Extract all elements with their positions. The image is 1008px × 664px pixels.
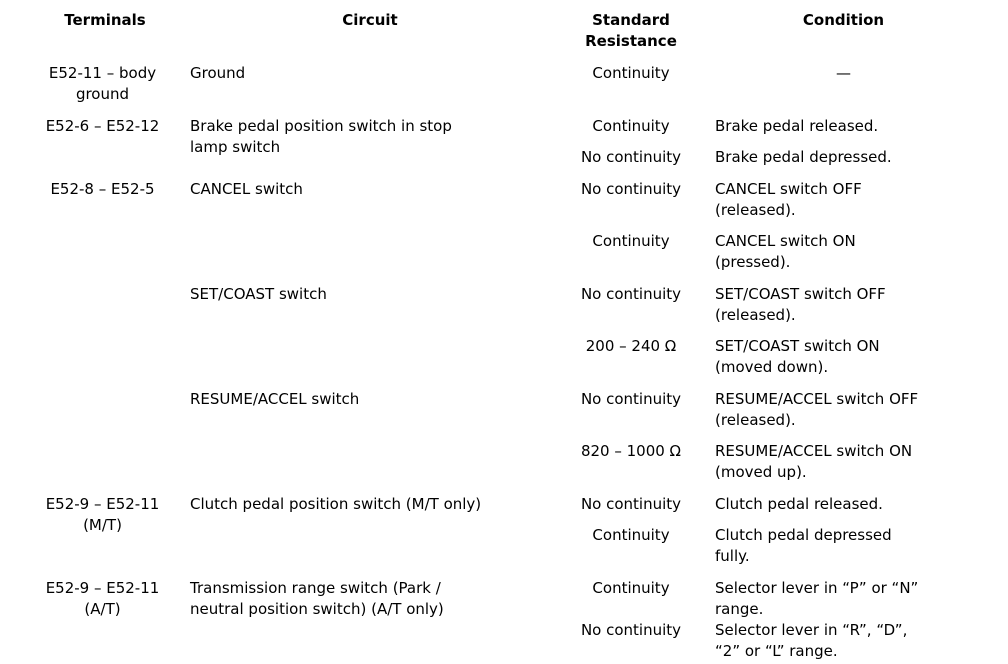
resistance-cell: Continuity [592,579,670,597]
subrows: No continuity CANCEL switch OFF (release… [550,179,1008,273]
condition-cell: SET/COAST switch ON (moved down). [715,337,880,376]
subrow: Continuity CANCEL switch ON (pressed). [550,231,1008,273]
table-row: E52-6 – E52-12 Brake pedal position swit… [0,116,1008,168]
terminals-cell: E52-11 – body ground [48,64,157,103]
subrows: No continuity SET/COAST switch OFF (rele… [550,284,1008,378]
resistance-cell: 820 – 1000 Ω [580,442,682,460]
subrow: No continuity CANCEL switch OFF (release… [550,179,1008,221]
table-row: RESUME/ACCEL switch No continuity RESUME… [0,389,1008,483]
resistance-cell: Continuity [592,526,670,544]
circuit-cell: Ground [190,64,246,82]
subrow: Continuity Brake pedal released. [550,116,1008,137]
subrows: Continuity Brake pedal released. No cont… [550,116,1008,168]
subrows: Continuity — [550,63,1008,84]
resistance-cell: No continuity [580,621,682,639]
condition-cell: — [836,64,851,82]
condition-cell: Clutch pedal released. [715,495,883,513]
circuit-cell: CANCEL switch [190,180,303,198]
subrow: 200 – 240 Ω SET/COAST switch ON (moved d… [550,336,1008,378]
condition-cell: SET/COAST switch OFF (released). [715,285,886,324]
subrow: 820 – 1000 Ω RESUME/ACCEL switch ON (mov… [550,441,1008,483]
subrows: No continuity RESUME/ACCEL switch OFF (r… [550,389,1008,483]
table-row: E52-11 – body ground Ground Continuity — [0,63,1008,105]
subrow: Continuity Selector lever in “P” or “N” … [550,578,1008,620]
subrow: Continuity — [550,63,1008,84]
header-subrow: Standard Resistance Condition [550,10,1008,52]
table-row: E52-9 – E52-11 (M/T) Clutch pedal positi… [0,494,1008,567]
col-header-circuit: Circuit [342,11,398,29]
terminals-cell: E52-6 – E52-12 [45,117,160,135]
circuit-cell: Clutch pedal position switch (M/T only) [190,495,482,513]
subrow: No continuity Brake pedal depressed. [550,147,1008,168]
condition-cell: Brake pedal depressed. [715,148,892,166]
circuit-cell: SET/COAST switch [190,285,327,303]
subrow: No continuity SET/COAST switch OFF (rele… [550,284,1008,326]
header-sub-columns: Standard Resistance Condition [550,10,1008,52]
circuit-cell: Brake pedal position switch in stop lamp… [190,117,452,156]
terminals-cell: E52-9 – E52-11 (M/T) [45,495,160,534]
table-row: SET/COAST switch No continuity SET/COAST… [0,284,1008,378]
col-header-terminals: Terminals [64,11,146,29]
condition-cell: RESUME/ACCEL switch ON (moved up). [715,442,913,481]
subrow: No continuity RESUME/ACCEL switch OFF (r… [550,389,1008,431]
resistance-cell: No continuity [580,390,682,408]
table-header-row: Terminals Circuit Standard Resistance Co… [0,10,1008,52]
condition-cell: Clutch pedal depressed fully. [715,526,892,565]
table-row: E52-8 – E52-5 CANCEL switch No continuit… [0,179,1008,273]
resistance-cell: No continuity [580,148,682,166]
condition-cell: CANCEL switch ON (pressed). [715,232,856,271]
condition-cell: CANCEL switch OFF (released). [715,180,862,219]
circuit-cell: RESUME/ACCEL switch [190,390,360,408]
terminals-cell: E52-9 – E52-11 (A/T) [45,579,160,618]
condition-cell: Brake pedal released. [715,117,879,135]
condition-cell: RESUME/ACCEL switch OFF (released). [715,390,919,429]
subrow: Continuity Clutch pedal depressed fully. [550,525,1008,567]
resistance-cell: 200 – 240 Ω [585,337,677,355]
resistance-cell: No continuity [580,495,682,513]
subrow: No continuity Selector lever in “R”, “D”… [550,620,1008,662]
condition-cell: Selector lever in “R”, “D”, “2” or “L” r… [715,621,908,660]
condition-cell: Selector lever in “P” or “N” range. [715,579,919,618]
col-header-standard-resistance: Standard Resistance [585,11,677,50]
subrow: No continuity Clutch pedal released. [550,494,1008,515]
resistance-cell: No continuity [580,285,682,303]
resistance-cell: Continuity [592,117,670,135]
table-row: E52-9 – E52-11 (A/T) Transmission range … [0,578,1008,662]
subrows: Continuity Selector lever in “P” or “N” … [550,578,1008,662]
resistance-cell: Continuity [592,232,670,250]
terminals-cell: E52-8 – E52-5 [50,180,155,198]
subrows: No continuity Clutch pedal released. Con… [550,494,1008,567]
resistance-cell: No continuity [580,180,682,198]
resistance-cell: Continuity [592,64,670,82]
circuit-cell: Transmission range switch (Park / neutra… [190,579,444,618]
col-header-condition: Condition [802,11,885,29]
